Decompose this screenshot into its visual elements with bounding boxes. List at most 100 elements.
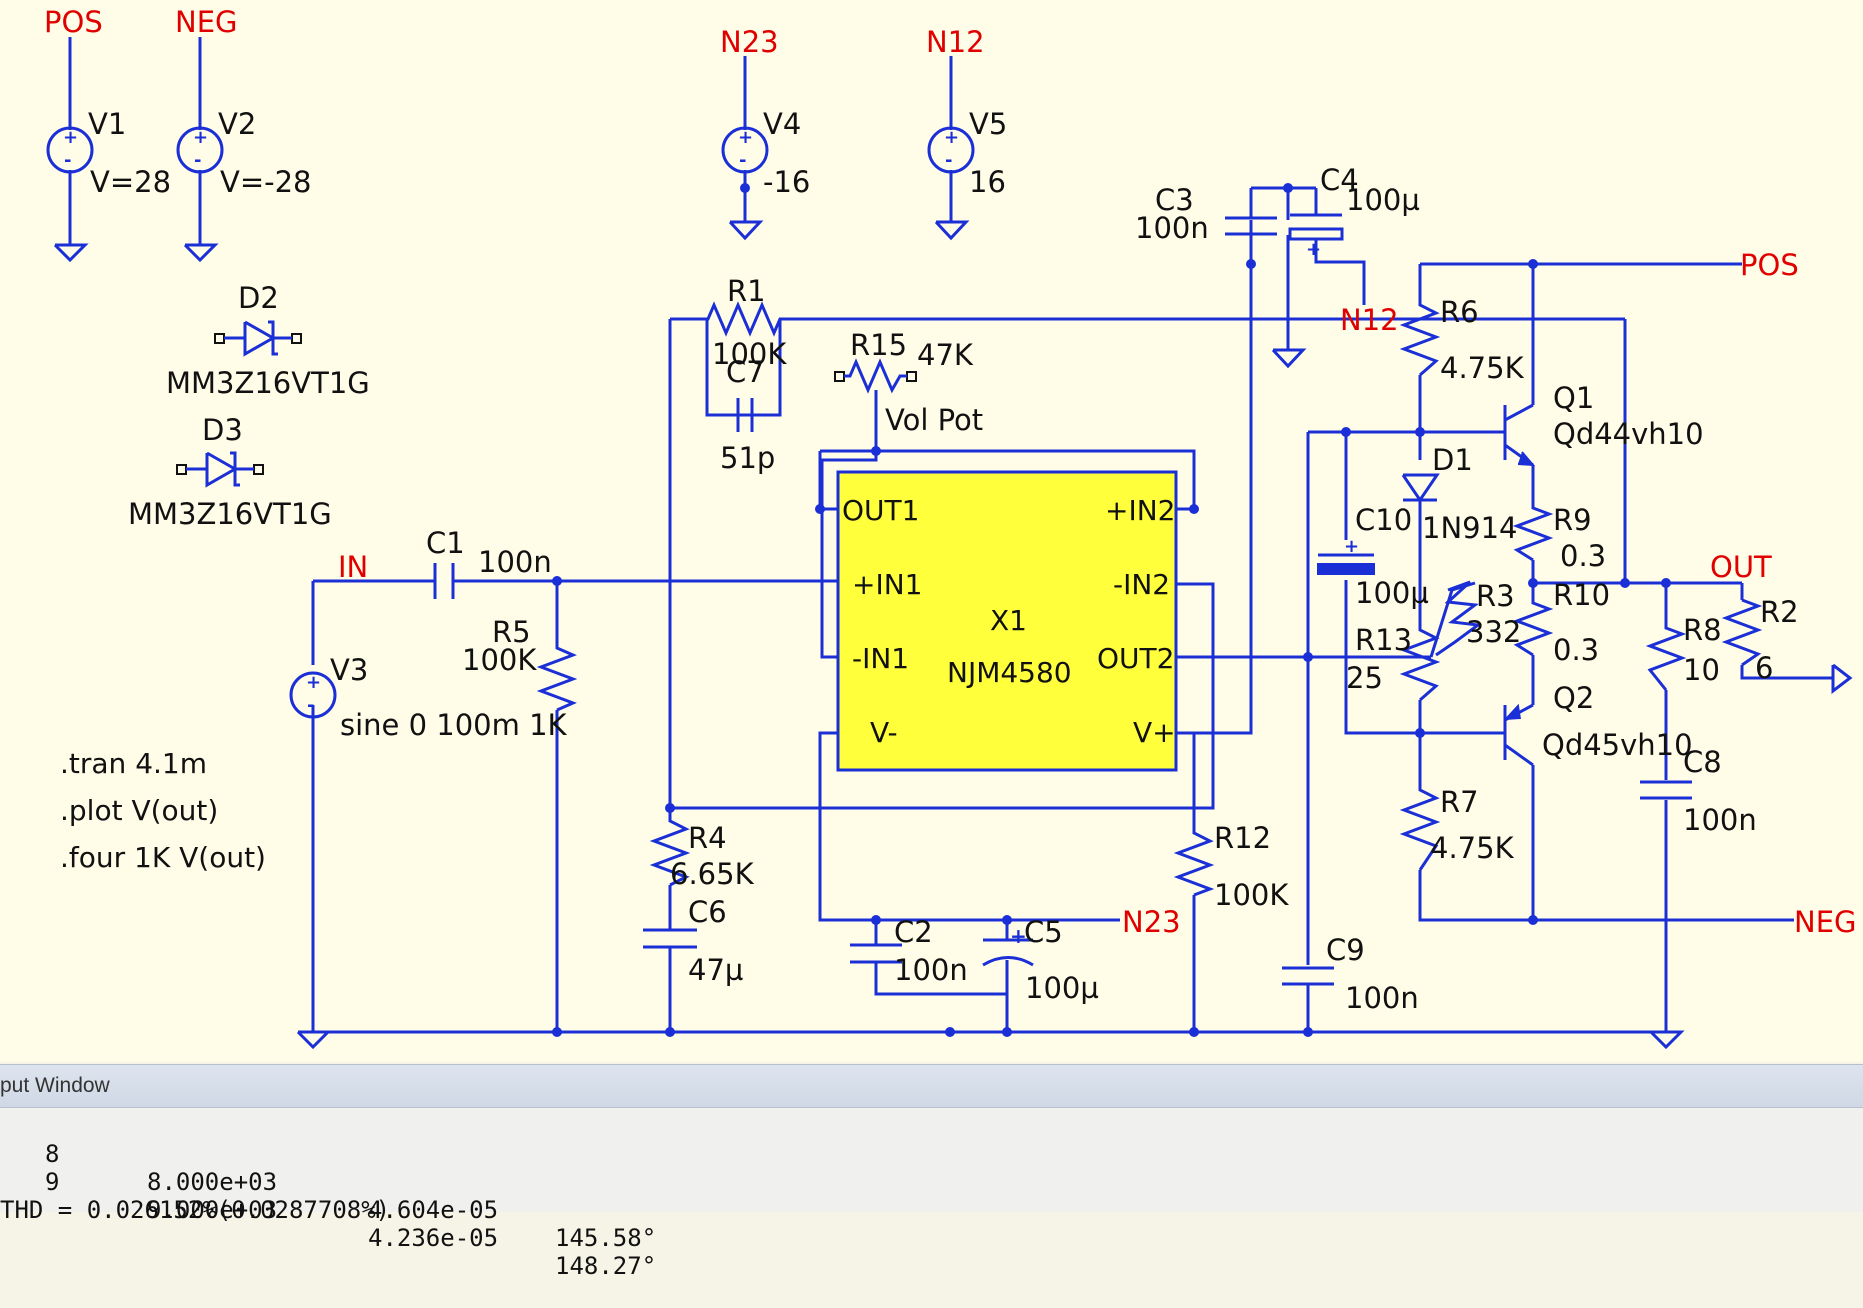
fourier-row: 8 8.000e+03 4.604e-05 145.58° bbox=[0, 1112, 1863, 1252]
value-c2: 100n bbox=[894, 953, 968, 987]
net-in: IN bbox=[338, 550, 368, 584]
schematic-svg[interactable]: +- +- +- +- +- bbox=[0, 0, 1863, 1062]
capacitor-c8-symbol bbox=[1640, 780, 1692, 800]
label-r7: R7 bbox=[1440, 785, 1479, 819]
pin-v-minus: V- bbox=[870, 716, 898, 749]
capacitor-c2-symbol bbox=[850, 943, 902, 964]
directive-four: .four 1K V(out) bbox=[60, 841, 266, 874]
label-r9: R9 bbox=[1553, 503, 1592, 537]
svg-text:+: + bbox=[944, 127, 959, 148]
svg-text:+: + bbox=[63, 127, 78, 148]
value-r9: 0.3 bbox=[1560, 539, 1606, 573]
label-r13: R13 bbox=[1355, 623, 1412, 657]
value-v1: V=28 bbox=[90, 165, 171, 199]
value-c3: 100n bbox=[1135, 211, 1209, 245]
capacitor-c5-symbol: + bbox=[982, 924, 1034, 967]
label-r6: R6 bbox=[1440, 295, 1479, 329]
svg-text:+: + bbox=[306, 672, 321, 693]
transistor-q2-symbol bbox=[1503, 703, 1534, 767]
value-r15: 47K bbox=[917, 338, 974, 372]
harmonic-magnitude: 4.236e-05 bbox=[368, 1224, 499, 1252]
label-c6: C6 bbox=[688, 895, 727, 929]
pin-in1-plus: +IN1 bbox=[852, 568, 922, 601]
net-out: OUT bbox=[1710, 550, 1772, 584]
net-neg-right: NEG bbox=[1794, 905, 1857, 939]
label-r8: R8 bbox=[1683, 613, 1722, 647]
label-c4: C4 bbox=[1320, 163, 1359, 197]
value-v2: V=-28 bbox=[220, 165, 312, 199]
value-q2: Qd45vh10 bbox=[1542, 728, 1693, 762]
label-v2: V2 bbox=[218, 107, 256, 141]
svg-text:-: - bbox=[739, 150, 746, 171]
value-r12: 100K bbox=[1214, 878, 1289, 912]
label-r10: R10 bbox=[1553, 578, 1610, 612]
voltage-source-v2-symbol: +- bbox=[176, 126, 224, 174]
svg-text:-: - bbox=[307, 695, 314, 716]
harmonic-number: 8 bbox=[45, 1140, 60, 1168]
resistor-r5-symbol bbox=[536, 640, 578, 712]
value-r5: 100K bbox=[462, 643, 537, 677]
diode-d1-symbol bbox=[1401, 473, 1440, 503]
thd-value: THD = 0.026152%(0.0287708%) bbox=[0, 1196, 391, 1224]
capacitor-c4-symbol: + bbox=[1288, 213, 1344, 260]
net-n12-mid: N12 bbox=[1340, 303, 1399, 337]
value-r7: 4.75K bbox=[1430, 831, 1515, 865]
output-window[interactable]: put Window 8 8.000e+03 4.604e-05 145.58°… bbox=[0, 1064, 1863, 1280]
junction-dots bbox=[552, 183, 1671, 1037]
label-q2: Q2 bbox=[1553, 681, 1594, 715]
resistor-r6-symbol bbox=[1399, 295, 1441, 377]
pin-out1: OUT1 bbox=[842, 494, 919, 527]
value-d2: MM3Z16VT1G bbox=[166, 366, 370, 400]
label-q1: Q1 bbox=[1553, 381, 1594, 415]
net-labels: POS NEG N23 N12 IN POS N12 OUT N23 NEG bbox=[44, 5, 1857, 939]
label-v1: V1 bbox=[88, 107, 126, 141]
harmonic-phase: 148.27° bbox=[555, 1252, 657, 1280]
label-c7: C7 bbox=[726, 355, 765, 389]
voltage-source-v5-symbol: +- bbox=[927, 126, 975, 174]
label-v5: V5 bbox=[969, 107, 1007, 141]
symbols: +- +- +- +- +- bbox=[46, 126, 1853, 1050]
net-pos-top: POS bbox=[44, 5, 103, 39]
label-r1: R1 bbox=[727, 274, 766, 308]
resistor-r4-symbol bbox=[649, 815, 691, 887]
label-v4: V4 bbox=[763, 107, 801, 141]
resistor-r9-symbol bbox=[1512, 500, 1554, 562]
capacitor-c7-symbol bbox=[736, 398, 754, 432]
value-c5: 100µ bbox=[1025, 971, 1099, 1005]
value-c10: 100µ bbox=[1355, 576, 1429, 610]
label-c5: C5 bbox=[1024, 915, 1063, 949]
voltage-source-v4-symbol: +- bbox=[721, 126, 769, 174]
value-r4: 6.65K bbox=[670, 857, 755, 891]
label-r2: R2 bbox=[1760, 595, 1799, 629]
output-window-body[interactable]: 8 8.000e+03 4.604e-05 145.58° 9 9.000e+0… bbox=[0, 1108, 1863, 1280]
value-d3: MM3Z16VT1G bbox=[128, 497, 332, 531]
value-r13: 25 bbox=[1346, 661, 1383, 695]
value-v3: sine 0 100m 1K bbox=[340, 708, 568, 742]
resistor-r1-symbol bbox=[700, 301, 787, 337]
component-labels: V1 V=28 V2 V=-28 V4 -16 V5 16 D2 MM3Z16V… bbox=[88, 107, 1799, 1015]
value-q1: Qd44vh10 bbox=[1553, 417, 1704, 451]
thd-row: THD = 0.026152%(0.0287708%) bbox=[0, 1168, 1863, 1224]
value-v4: -16 bbox=[763, 165, 810, 199]
pin-v-plus: V+ bbox=[1133, 716, 1176, 749]
svg-text:-: - bbox=[194, 150, 201, 171]
fourier-row: 9 9.000e+03 4.236e-05 148.27° bbox=[0, 1140, 1863, 1280]
value-r3: 332 bbox=[1466, 615, 1521, 649]
schematic-canvas[interactable]: +- +- +- +- +- bbox=[0, 0, 1863, 1062]
pin-in1-minus: -IN1 bbox=[852, 642, 909, 675]
value-r1: 100K bbox=[712, 337, 787, 371]
svg-text:+: + bbox=[193, 127, 208, 148]
svg-text:+: + bbox=[1010, 924, 1027, 948]
label-d3: D3 bbox=[202, 413, 243, 447]
label-c3: C3 bbox=[1155, 183, 1194, 217]
value-r2: 6 bbox=[1755, 651, 1773, 685]
output-window-title-bar[interactable]: put Window bbox=[0, 1064, 1863, 1108]
resistor-r7-symbol bbox=[1399, 770, 1441, 871]
value-c7: 51p bbox=[720, 441, 775, 475]
label-r3: R3 bbox=[1476, 579, 1515, 613]
label-v3: V3 bbox=[330, 653, 368, 687]
output-window-title: put Window bbox=[0, 1074, 110, 1097]
opamp-x1-body[interactable] bbox=[836, 470, 1178, 772]
label-c2: C2 bbox=[894, 915, 933, 949]
potentiometer-r15-symbol bbox=[834, 358, 917, 451]
